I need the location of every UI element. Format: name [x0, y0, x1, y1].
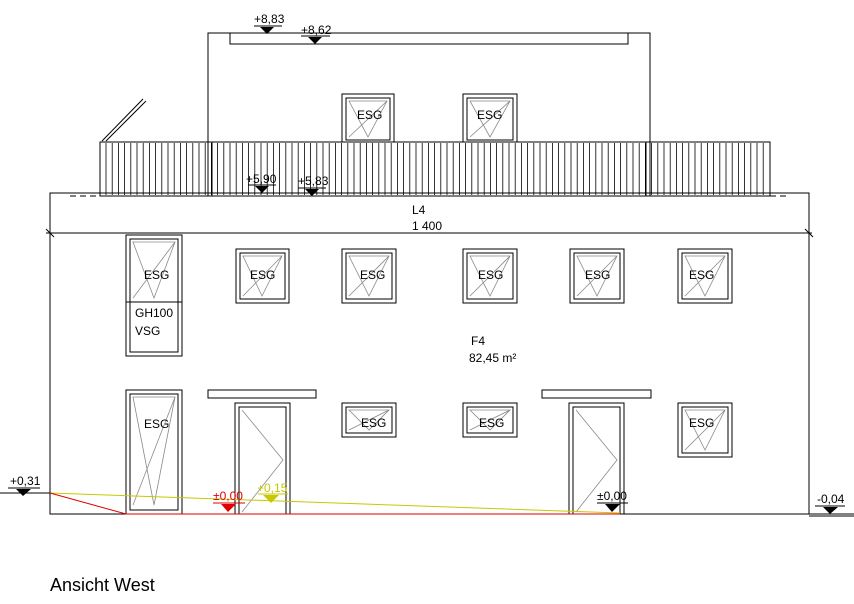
window-label: ESG: [144, 268, 169, 282]
drawing-caption: Ansicht West: [50, 575, 155, 595]
facade-area: 82,45 m²: [469, 351, 516, 365]
window-label: ESG: [479, 416, 504, 430]
door-right: [568, 402, 625, 515]
level-marker-floor-yellow-icon: [263, 495, 279, 503]
level-label-floor-right: ±0,00: [597, 489, 627, 503]
level-label-top-left: +8,83: [254, 12, 285, 26]
window-label-vsg: VSG: [135, 324, 160, 338]
window-upper-4: ESG: [569, 248, 625, 304]
window-upper-1: ESG: [235, 248, 290, 304]
window-label: ESG: [144, 417, 169, 431]
window-upper-5: ESG: [677, 248, 733, 304]
level-label-ground-left: +0,31: [10, 474, 41, 488]
facade-label: F4: [471, 334, 485, 348]
window-ground-1: ESG: [341, 402, 397, 438]
door-canopy-right: [541, 389, 652, 399]
level-marker-floor-red-icon: [221, 504, 236, 512]
window-ground-tall: ESG: [125, 389, 183, 515]
floor-line-red: [49, 492, 620, 515]
balcony-railing: [99, 141, 771, 197]
roof-hatch-ladder: [101, 98, 147, 142]
window-label: ESG: [357, 108, 382, 122]
level-marker-top-right-icon: [308, 37, 322, 44]
dimension-label: L4: [412, 203, 426, 217]
dimension-line: [45, 228, 814, 238]
window-label: ESG: [361, 416, 386, 430]
window-penthouse-1: ESG: [341, 93, 395, 145]
level-marker-ground-left-icon: [16, 489, 31, 496]
window-label: ESG: [477, 108, 502, 122]
window-label: ESG: [689, 268, 714, 282]
terrain-line-yellow: [49, 492, 621, 514]
door-left: [234, 402, 291, 515]
window-upper-tall: ESG GH100 VSG: [125, 234, 183, 357]
window-ground-3: ESG: [677, 402, 733, 458]
window-label-gh: GH100: [135, 306, 173, 320]
penthouse-roof-inner: [229, 33, 629, 45]
window-upper-2: ESG: [341, 248, 397, 304]
level-marker-floor-right-icon: [605, 504, 620, 512]
level-marker-ground-right-icon: [823, 507, 838, 514]
dimension-value: 1 400: [412, 219, 442, 233]
level-label-eave-right: +5,83: [298, 174, 329, 188]
window-ground-2: ESG: [462, 402, 518, 438]
level-label-ground-right: -0,04: [817, 492, 845, 506]
window-label: ESG: [250, 268, 275, 282]
window-upper-3: ESG: [462, 248, 518, 304]
level-marker-eave-left-icon: [255, 186, 269, 193]
window-label: ESG: [585, 268, 610, 282]
level-label-floor-red: ±0,00: [213, 489, 243, 503]
window-penthouse-2: ESG: [462, 93, 518, 145]
level-label-floor-yellow: +0,15: [257, 481, 288, 495]
level-label-eave-left: +5,90: [246, 172, 277, 186]
level-label-top-right: +8,62: [301, 23, 332, 37]
door-canopy-left: [207, 389, 317, 399]
window-label: ESG: [689, 416, 714, 430]
window-label: ESG: [360, 268, 385, 282]
window-label: ESG: [478, 268, 503, 282]
level-marker-top-left-icon: [260, 27, 274, 34]
